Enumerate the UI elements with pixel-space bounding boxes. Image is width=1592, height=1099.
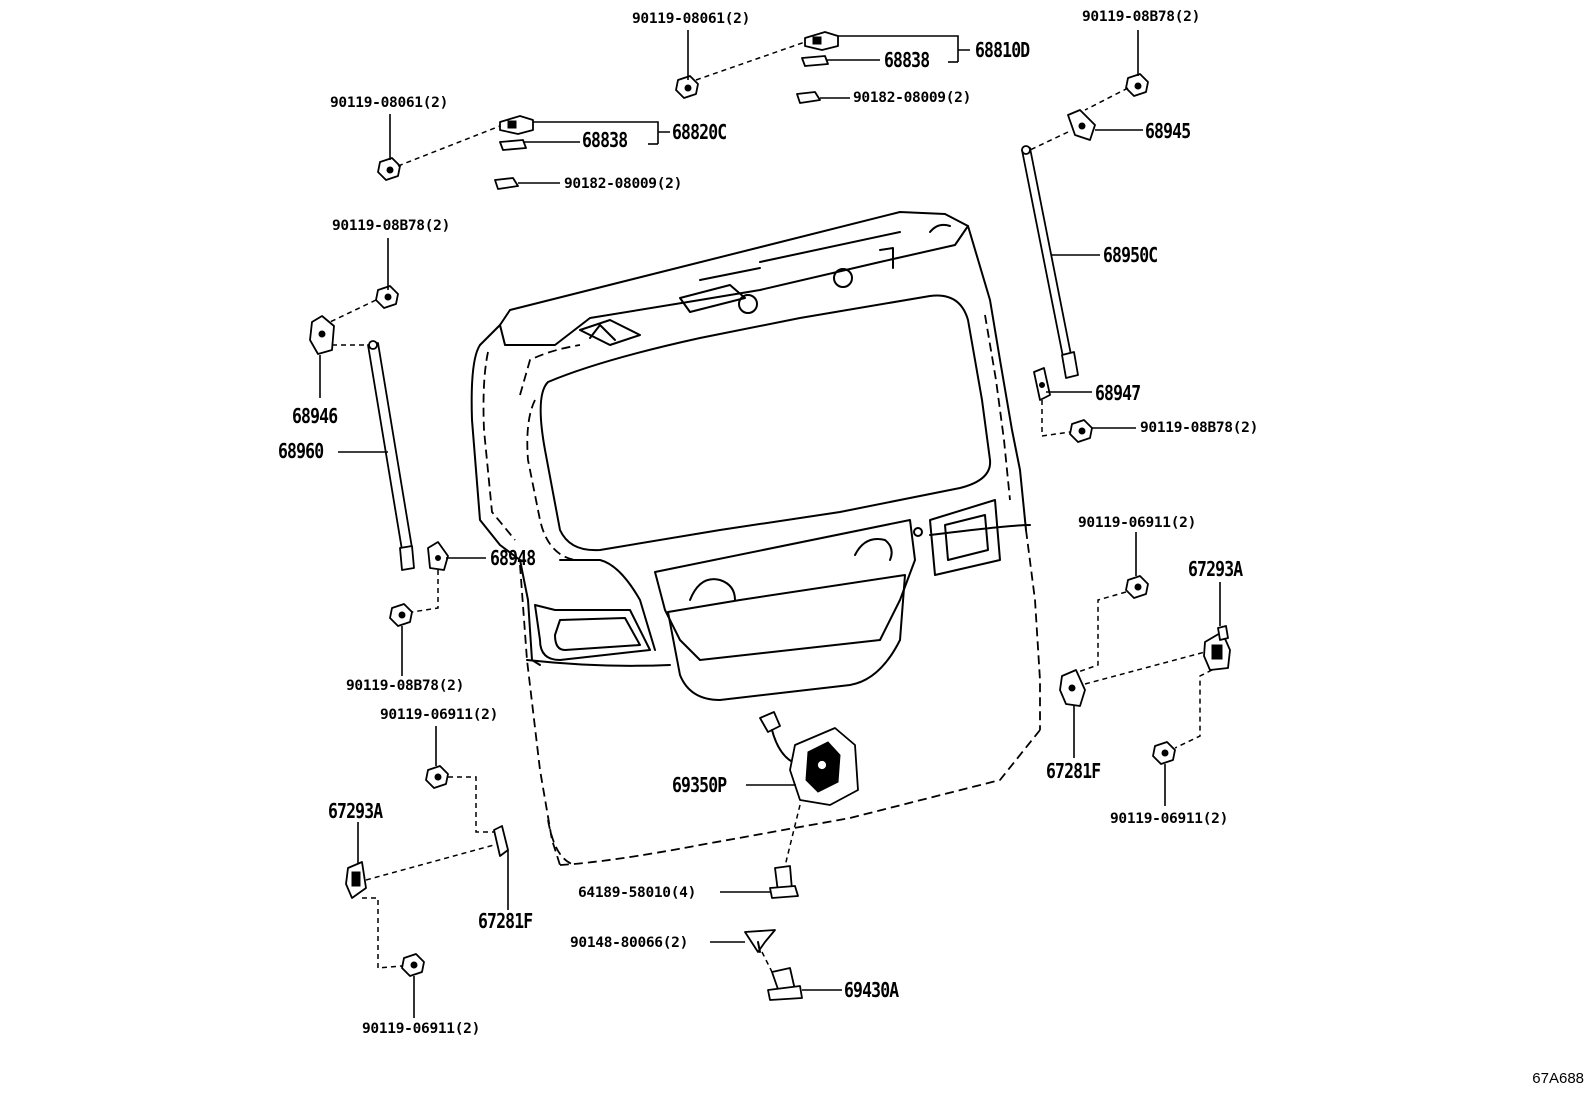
label-90148-80066: 90148-80066(2) <box>570 935 689 951</box>
bolt-90119-06911-left-top <box>425 765 449 789</box>
bolt-90119-08b78-left <box>375 285 399 309</box>
bracket-68945 <box>1067 109 1096 141</box>
label-90119-06911-left-top: 90119-06911(2) <box>380 707 499 723</box>
label-90182-08009-left: 90182-08009(2) <box>564 176 683 192</box>
label-69350p: 69350P <box>672 773 727 797</box>
label-68948: 68948 <box>490 546 536 570</box>
bracket-69430a <box>767 967 803 1001</box>
label-90119-08b78-top-right: 90119-08B78(2) <box>1082 9 1201 25</box>
bolt-90119-08061-top <box>675 75 699 99</box>
label-67281f-right: 67281F <box>1046 759 1101 783</box>
strut-68950c <box>1021 145 1079 379</box>
label-90119-06911-right-top: 90119-06911(2) <box>1078 515 1197 531</box>
bracket-68948 <box>427 541 449 571</box>
label-67281f-left: 67281F <box>478 909 533 933</box>
label-69430a: 69430A <box>844 978 899 1002</box>
screw-64189-58010 <box>769 865 799 899</box>
striker-67293a-left <box>345 861 367 899</box>
hinge-68810d <box>796 31 839 104</box>
screw-90148-80066 <box>744 929 776 953</box>
bumper-67281f-right <box>1059 669 1086 707</box>
label-90182-08009-top: 90182-08009(2) <box>853 90 972 106</box>
label-90119-06911-left-bottom: 90119-06911(2) <box>362 1021 481 1037</box>
bolt-90119-06911-right-bottom <box>1152 741 1176 765</box>
bolt-90119-08b78-top-right <box>1125 73 1149 97</box>
bracket-68947 <box>1033 367 1051 401</box>
label-68960: 68960 <box>278 439 324 463</box>
label-64189-58010: 64189-58010(4) <box>578 885 697 901</box>
bolt-90119-08b78-right <box>1069 419 1093 443</box>
striker-67293a-right <box>1203 625 1231 671</box>
hinge-68820c <box>494 115 534 190</box>
leader-lines <box>319 30 1221 1018</box>
label-68838-top: 68838 <box>884 48 930 72</box>
lock-69350p <box>759 711 859 806</box>
label-90119-08061-left: 90119-08061(2) <box>330 95 449 111</box>
label-68950c: 68950C <box>1103 243 1158 267</box>
label-67293a-left: 67293A <box>328 799 383 823</box>
label-68945: 68945 <box>1145 119 1191 143</box>
bolt-90119-08b78-lower-left <box>389 603 413 627</box>
label-90119-08b78-lower-left: 90119-08B78(2) <box>346 678 465 694</box>
bolt-90119-06911-left-bottom <box>401 953 425 977</box>
label-90119-08b78-left: 90119-08B78(2) <box>332 218 451 234</box>
label-68820c: 68820C <box>672 120 727 144</box>
diagram-reference-code: 67A688 <box>1532 1070 1584 1087</box>
strut-68960 <box>367 340 415 571</box>
label-68810d: 68810D <box>975 38 1030 62</box>
label-90119-08b78-right: 90119-08B78(2) <box>1140 420 1259 436</box>
bolt-90119-06911-right-top <box>1125 575 1149 599</box>
bracket-68946 <box>309 315 335 355</box>
label-68947: 68947 <box>1095 381 1141 405</box>
label-68838-left: 68838 <box>582 128 628 152</box>
back-door-panel <box>470 211 1041 866</box>
bolt-90119-08061-left <box>377 157 401 181</box>
bumper-67281f-left <box>493 825 509 857</box>
label-90119-08061-top: 90119-08061(2) <box>632 11 751 27</box>
label-90119-06911-right-bottom: 90119-06911(2) <box>1110 811 1229 827</box>
label-67293a-right: 67293A <box>1188 557 1243 581</box>
label-68946: 68946 <box>292 404 338 428</box>
